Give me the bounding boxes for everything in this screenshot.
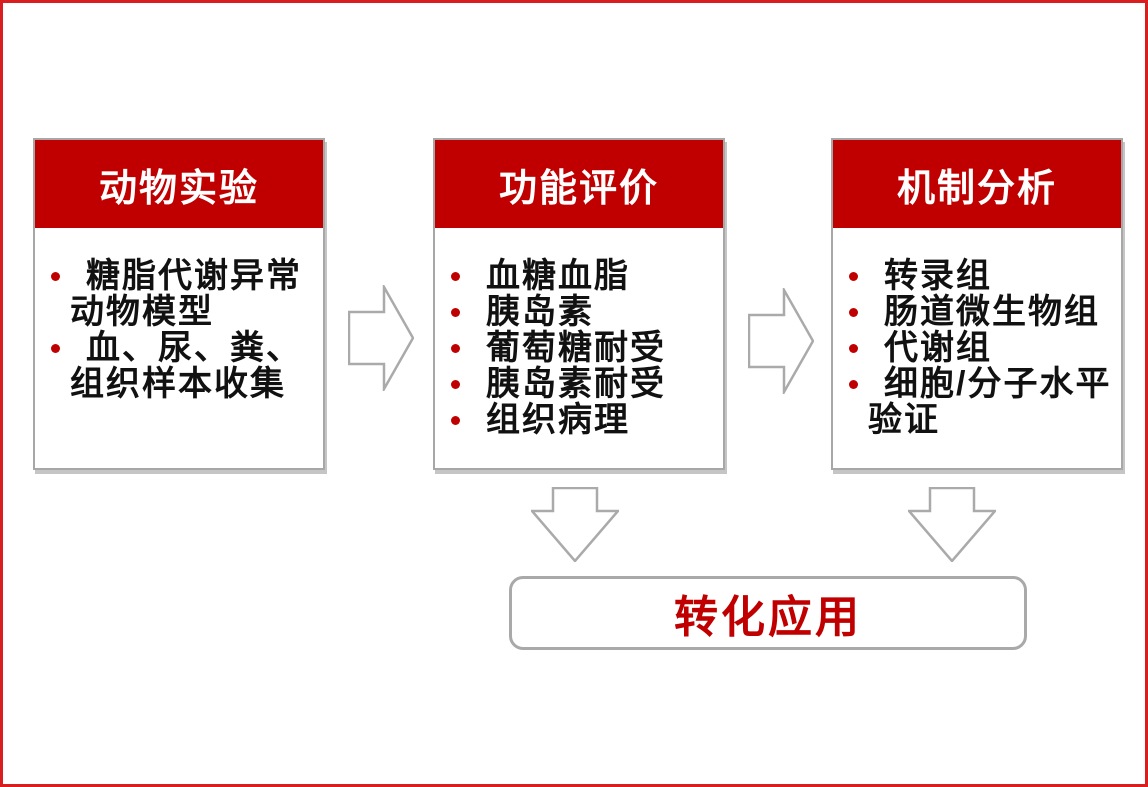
bullet-text: 转录组: [884, 257, 992, 295]
stage-box-animal-experiment: 动物实验 糖脂代谢异常 动物模型 血、尿、粪、 组织样本收集: [33, 138, 325, 470]
down-arrow-icon: [908, 487, 996, 562]
stage-box-mechanism-analysis: 机制分析 转录组 肠道微生物组 代谢组 细胞/分子水平 验证: [831, 138, 1123, 470]
bullet-text: 血糖血脂: [486, 257, 630, 295]
stage-title-functional-evaluation: 功能评价: [435, 140, 723, 228]
bullet-dot-icon: [849, 272, 858, 281]
result-label: 转化应用: [674, 593, 862, 642]
right-arrow-icon: [748, 288, 814, 394]
bullet-dot-icon: [849, 344, 858, 353]
bullet-text: 糖脂代谢异常 动物模型: [70, 257, 302, 331]
bullet-text: 代谢组: [884, 329, 992, 367]
stage-list: 血糖血脂 胰岛素 葡萄糖耐受 胰岛素耐受 组织病理: [435, 228, 723, 438]
list-item: 胰岛素耐受: [451, 366, 719, 402]
bullet-text: 胰岛素: [486, 293, 594, 331]
stage-list: 转录组 肠道微生物组 代谢组 细胞/分子水平 验证: [833, 228, 1121, 438]
list-item: 肠道微生物组: [849, 294, 1117, 330]
bullet-dot-icon: [849, 380, 858, 389]
down-arrow-icon: [531, 487, 619, 562]
bullet-text: 葡萄糖耐受: [486, 329, 666, 367]
stage-title-animal-experiment: 动物实验: [35, 140, 323, 228]
bullet-text: 细胞/分子水平 验证: [868, 365, 1112, 439]
right-arrow-icon: [348, 285, 414, 391]
list-item: 转录组: [849, 258, 1117, 294]
bullet-text: 血、尿、粪、 组织样本收集: [70, 329, 302, 403]
list-item: 代谢组: [849, 330, 1117, 366]
bullet-dot-icon: [451, 272, 460, 281]
bullet-dot-icon: [451, 308, 460, 317]
list-item: 血糖血脂: [451, 258, 719, 294]
stage-list: 糖脂代谢异常 动物模型 血、尿、粪、 组织样本收集: [35, 228, 323, 402]
stage-title-mechanism-analysis: 机制分析: [833, 140, 1121, 228]
bullet-dot-icon: [451, 380, 460, 389]
bullet-text: 胰岛素耐受: [486, 365, 666, 403]
list-item: 血、尿、粪、 组织样本收集: [51, 330, 319, 402]
bullet-dot-icon: [849, 308, 858, 317]
stage-box-functional-evaluation: 功能评价 血糖血脂 胰岛素 葡萄糖耐受 胰岛素耐受 组织病理: [433, 138, 725, 470]
bullet-dot-icon: [451, 416, 460, 425]
list-item: 细胞/分子水平 验证: [849, 366, 1117, 438]
list-item: 糖脂代谢异常 动物模型: [51, 258, 319, 330]
result-box-translational-application: 转化应用: [509, 576, 1027, 650]
list-item: 组织病理: [451, 402, 719, 438]
bullet-text: 肠道微生物组: [884, 293, 1100, 331]
bullet-dot-icon: [51, 272, 60, 281]
list-item: 葡萄糖耐受: [451, 330, 719, 366]
list-item: 胰岛素: [451, 294, 719, 330]
bullet-dot-icon: [451, 344, 460, 353]
bullet-dot-icon: [51, 344, 60, 353]
bullet-text: 组织病理: [486, 401, 630, 439]
